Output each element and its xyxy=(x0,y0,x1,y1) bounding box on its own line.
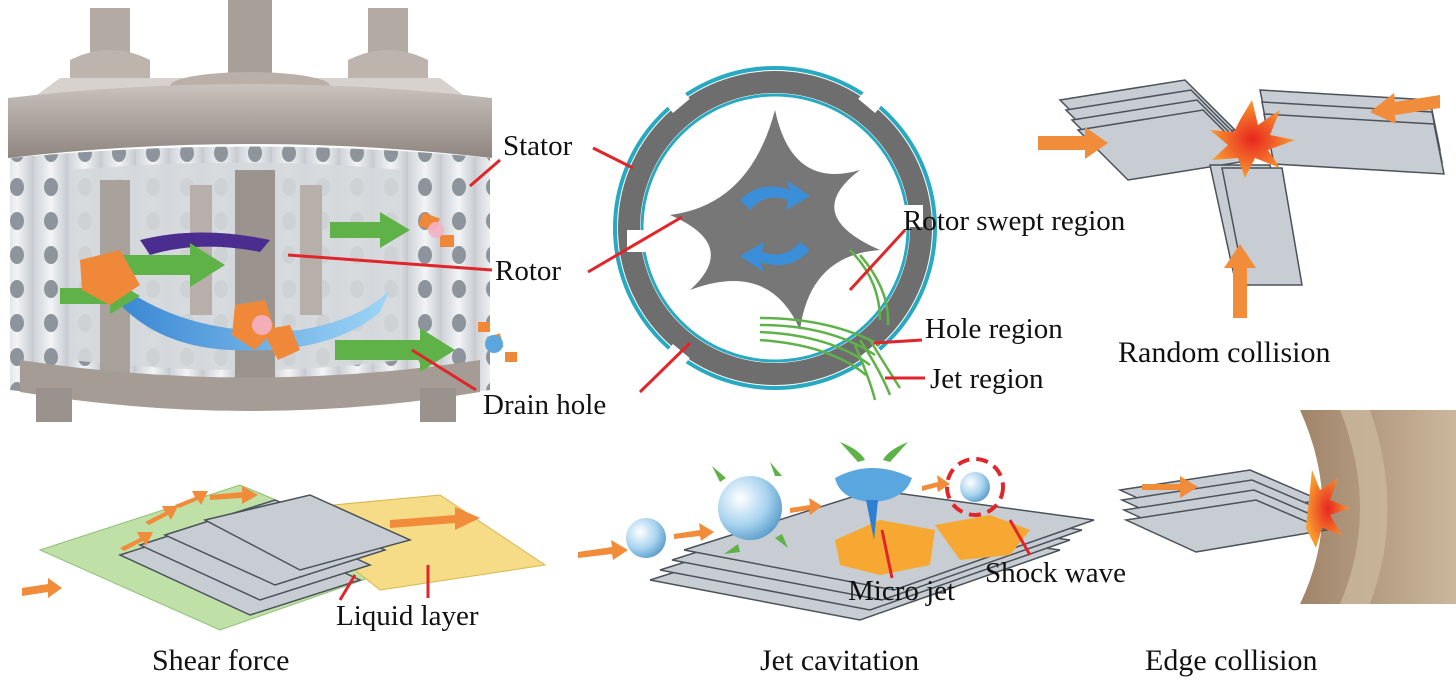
edge-collision-illustration xyxy=(1117,410,1456,604)
label-liquid-layer: Liquid layer xyxy=(336,600,479,632)
cavitation-arrows xyxy=(578,475,950,560)
label-hole-region: Hole region xyxy=(925,313,1063,345)
label-stator-left: Stator xyxy=(503,130,573,162)
label-rotor-swept-region: Rotor swept region xyxy=(903,205,1126,237)
bubble-small xyxy=(626,518,666,558)
label-shock-wave: Shock wave xyxy=(985,557,1126,589)
shear-arrows xyxy=(22,486,480,598)
label-rotor-left: Rotor xyxy=(495,255,561,287)
jet-cavitation-illustration xyxy=(578,442,1095,621)
rotation-arrow-1 xyxy=(740,180,810,210)
outer-ring xyxy=(613,66,937,390)
rotor-stator-mixer xyxy=(8,0,517,422)
mixer-leader-lines xyxy=(287,158,501,392)
random-collision-illustration xyxy=(1038,79,1445,318)
pressure-arrows xyxy=(712,442,908,554)
cross-section-leaders xyxy=(587,146,925,394)
caption-shear-force: Shear force xyxy=(152,644,289,677)
micro-jet xyxy=(866,500,878,540)
shear-force-illustration xyxy=(22,484,547,631)
collapse-zone-2 xyxy=(935,515,1030,560)
edge-burst xyxy=(1306,470,1350,548)
shear-leaders xyxy=(338,565,430,601)
caption-random-collision: Random collision xyxy=(1118,336,1331,369)
sheet-stack-bottom xyxy=(1209,164,1303,286)
bubble-large xyxy=(718,476,782,540)
cavitation-leaders xyxy=(880,519,1032,579)
cross-section xyxy=(613,66,937,401)
sheet-stack-shear xyxy=(117,494,413,616)
label-jet-region: Jet region xyxy=(930,363,1044,395)
collision-arrows xyxy=(1038,93,1440,318)
rotation-arrow-2 xyxy=(740,242,810,272)
label-micro-jet: Micro jet xyxy=(848,575,955,607)
rotor-shaft xyxy=(235,170,275,410)
label-drain-hole: Drain hole xyxy=(483,389,606,421)
bubble-shock xyxy=(960,472,990,502)
swirl-flow-back xyxy=(140,232,270,255)
stator-housing xyxy=(8,84,492,158)
stator-ring xyxy=(618,71,932,385)
caption-jet-cavitation: Jet cavitation xyxy=(760,644,919,677)
edge-arrow xyxy=(1142,476,1198,498)
sheet-stack-edge xyxy=(1117,469,1329,553)
bottom-plate xyxy=(20,360,480,411)
collapsing-bubble xyxy=(835,468,912,502)
swirl-flow-arrow xyxy=(90,260,390,351)
shock-ring xyxy=(945,457,1005,517)
rotor-shape xyxy=(670,110,880,330)
caption-edge-collision: Edge collision xyxy=(1145,644,1317,677)
jet-lines xyxy=(759,249,902,401)
collision-burst xyxy=(1210,100,1295,178)
